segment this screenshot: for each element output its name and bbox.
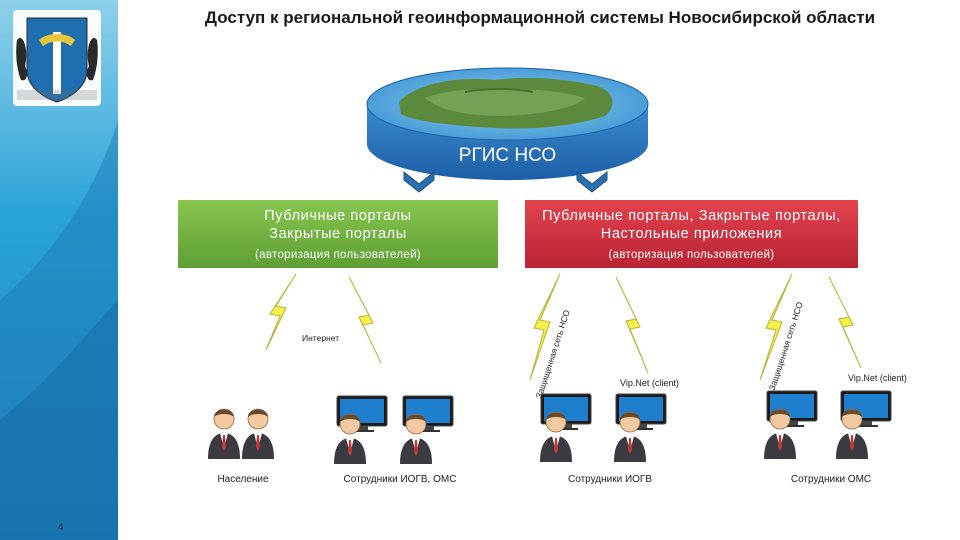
- vipnet-label-1: Vip.Net (client): [620, 378, 679, 388]
- rgis-database-icon: [366, 67, 649, 181]
- public-portals-box: Публичные порталы Закрытые порталы (авто…: [178, 200, 498, 268]
- person-icon: [539, 411, 573, 462]
- public-portals-line2: Закрытые порталы: [269, 226, 407, 242]
- group-label-population: Население: [217, 474, 269, 485]
- lightning-internet-right-icon: [348, 276, 382, 364]
- public-portals-line3: (авторизация пользователей): [255, 249, 421, 261]
- lightning-protected-4-icon: [828, 276, 862, 369]
- rgis-label: РГИС НСО: [458, 145, 557, 166]
- group-label-iogv-oms: Сотрудники ИОГВ, ОМС: [343, 474, 457, 485]
- desktop-apps-line3: (авторизация пользователей): [608, 249, 775, 261]
- person-icon: [763, 408, 797, 459]
- lightning-protected-3-icon: [759, 273, 793, 381]
- person-icon: [835, 408, 869, 459]
- public-portals-line1: Публичные порталы: [264, 208, 412, 224]
- internet-label: Интернет: [302, 333, 340, 343]
- coat-of-arms-icon: [13, 10, 101, 106]
- lightning-protected-2-icon: [615, 276, 649, 374]
- group-label-oms: Сотрудники ОМС: [790, 474, 872, 485]
- desktop-apps-line2: Настольные приложения: [600, 226, 783, 242]
- person-icon: [613, 411, 647, 462]
- vipnet-label-2: Vip.Net (client): [848, 373, 907, 383]
- lightning-internet-left-icon: [265, 273, 297, 351]
- lightning-protected-1-icon: [529, 273, 561, 381]
- sidebar-sweep: [0, 120, 118, 540]
- page-number: 4: [58, 522, 64, 533]
- page-title: Доступ к региональной геоинформационной …: [204, 8, 876, 27]
- desktop-apps-box: Публичные порталы, Закрытые порталы, Нас…: [525, 200, 858, 268]
- desktop-apps-line1: Публичные порталы, Закрытые порталы,: [542, 208, 841, 224]
- person-icon: [241, 408, 275, 459]
- arrow-down-left-icon: [403, 170, 435, 193]
- person-icon: [207, 408, 241, 459]
- person-icon: [333, 413, 367, 464]
- group-label-iogv: Сотрудники ИОГВ: [568, 474, 652, 485]
- person-icon: [399, 413, 433, 464]
- arrow-down-right-icon: [576, 170, 608, 193]
